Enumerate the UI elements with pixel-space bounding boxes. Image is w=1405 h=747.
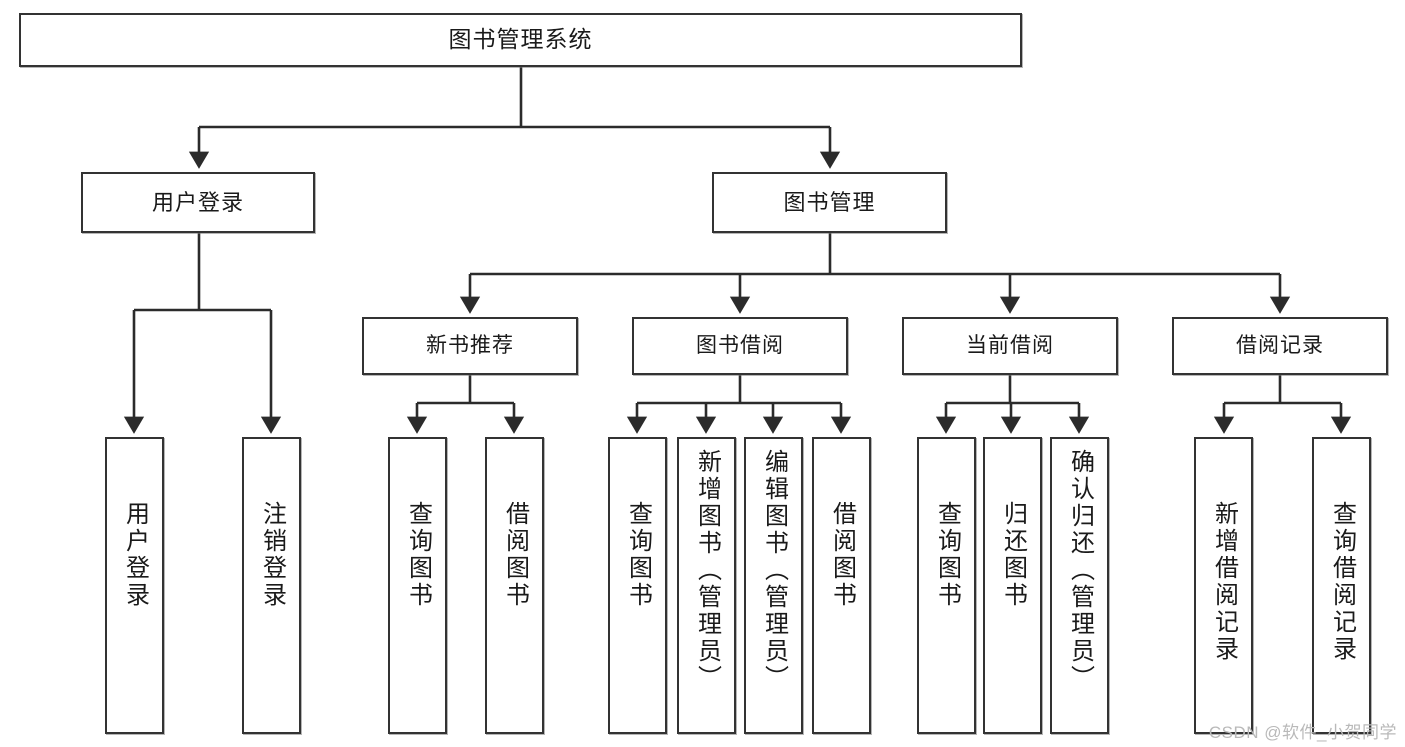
node-book-management-label: 图书管理 bbox=[783, 189, 876, 215]
node-new-book-recommend-label: 新书推荐 bbox=[426, 333, 514, 357]
node-user-login[interactable]: 用户登录 bbox=[81, 172, 315, 233]
node-borrow-record-label: 借阅记录 bbox=[1236, 333, 1324, 357]
node-leaf-current-confirm-return-admin[interactable]: 确认归还（管理员） bbox=[1050, 437, 1109, 734]
node-leaf-current-confirm-return-admin-label: 确认归还（管理员） bbox=[1066, 449, 1094, 692]
node-leaf-current-return-book-label: 归还图书 bbox=[999, 501, 1027, 609]
node-current-borrow-label: 当前借阅 bbox=[966, 333, 1054, 357]
node-leaf-borrow-edit-book-admin[interactable]: 编辑图书（管理员） bbox=[744, 437, 803, 734]
node-leaf-current-query-book-label: 查询图书 bbox=[933, 501, 961, 609]
node-leaf-user-login-signin-label: 用户登录 bbox=[121, 501, 149, 609]
node-leaf-user-login-signout[interactable]: 注销登录 bbox=[242, 437, 301, 734]
node-root-system[interactable]: 图书管理系统 bbox=[19, 13, 1022, 67]
node-book-borrow[interactable]: 图书借阅 bbox=[632, 317, 848, 375]
node-root-system-label: 图书管理系统 bbox=[448, 26, 593, 53]
node-leaf-user-login-signout-label: 注销登录 bbox=[258, 501, 286, 609]
node-leaf-borrow-query-book-label: 查询图书 bbox=[624, 501, 652, 609]
node-leaf-new-book-query[interactable]: 查询图书 bbox=[388, 437, 447, 734]
node-leaf-borrow-add-book-admin[interactable]: 新增图书（管理员） bbox=[677, 437, 736, 734]
node-book-management[interactable]: 图书管理 bbox=[712, 172, 947, 233]
node-leaf-new-book-borrow-label: 借阅图书 bbox=[501, 501, 529, 609]
node-leaf-borrow-borrow-book-label: 借阅图书 bbox=[828, 501, 856, 609]
node-leaf-new-book-borrow[interactable]: 借阅图书 bbox=[485, 437, 544, 734]
node-leaf-new-book-query-label: 查询图书 bbox=[404, 501, 432, 609]
node-leaf-borrow-add-book-admin-label: 新增图书（管理员） bbox=[693, 449, 721, 692]
node-leaf-record-add[interactable]: 新增借阅记录 bbox=[1194, 437, 1253, 734]
node-leaf-borrow-edit-book-admin-label: 编辑图书（管理员） bbox=[760, 449, 788, 692]
node-book-borrow-label: 图书借阅 bbox=[696, 333, 784, 357]
node-leaf-user-login-signin[interactable]: 用户登录 bbox=[105, 437, 164, 734]
node-leaf-borrow-query-book[interactable]: 查询图书 bbox=[608, 437, 667, 734]
node-leaf-current-query-book[interactable]: 查询图书 bbox=[917, 437, 976, 734]
node-current-borrow[interactable]: 当前借阅 bbox=[902, 317, 1118, 375]
node-leaf-current-return-book[interactable]: 归还图书 bbox=[983, 437, 1042, 734]
node-user-login-label: 用户登录 bbox=[151, 189, 244, 215]
node-leaf-borrow-borrow-book[interactable]: 借阅图书 bbox=[812, 437, 871, 734]
node-borrow-record[interactable]: 借阅记录 bbox=[1172, 317, 1388, 375]
node-leaf-record-add-label: 新增借阅记录 bbox=[1210, 501, 1238, 663]
node-leaf-record-query-label: 查询借阅记录 bbox=[1328, 501, 1356, 663]
node-new-book-recommend[interactable]: 新书推荐 bbox=[362, 317, 578, 375]
node-leaf-record-query[interactable]: 查询借阅记录 bbox=[1312, 437, 1371, 734]
